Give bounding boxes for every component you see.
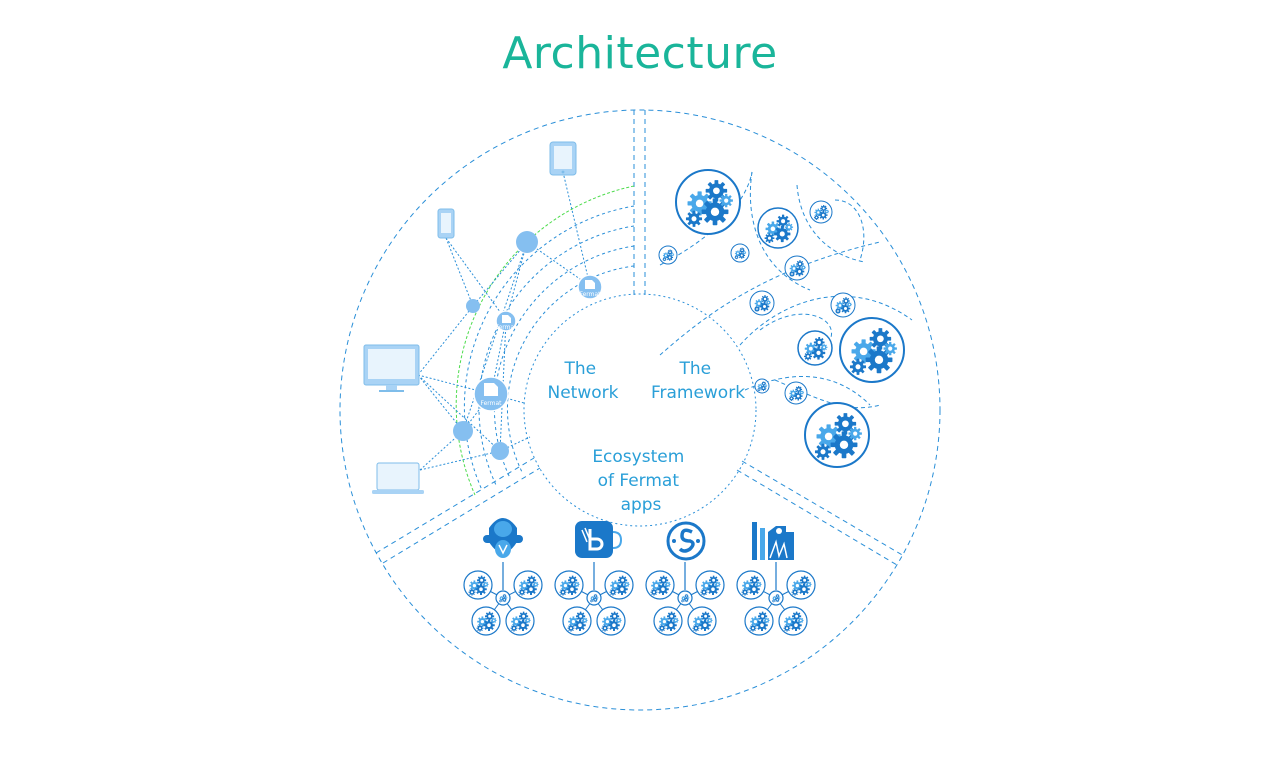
gear-cluster-icon: [786, 570, 816, 600]
gear-cluster-icon: [604, 570, 634, 600]
gear-cluster-icon: [471, 606, 501, 636]
gear-cluster-icon: [505, 606, 535, 636]
framework-gears: [658, 169, 905, 468]
app-gear-tree: [554, 562, 634, 636]
gear-cluster-icon: [830, 292, 856, 318]
ecosystem-label: Ecosystem of Fermat apps: [592, 447, 689, 515]
app-gear-tree: [736, 562, 816, 636]
gear-cluster-icon: [784, 255, 810, 281]
app-robot-icon: [483, 518, 523, 558]
laptop-icon: [372, 462, 424, 494]
gear-cluster-icon: [778, 606, 808, 636]
gear-cluster-icon: [744, 606, 774, 636]
framework-label: The Framework: [651, 359, 745, 403]
gear-cluster-icon: [754, 378, 770, 394]
network-node: [491, 442, 509, 460]
divider-lower-right-a: [741, 460, 905, 557]
gear-cluster-icon: [562, 606, 592, 636]
svg-text:Fermat: Fermat: [480, 400, 502, 407]
gear-cluster-icon: [809, 200, 833, 224]
gear-cluster-icon: [463, 570, 493, 600]
gear-cluster-icon: [513, 570, 543, 600]
gear-cluster-icon: [839, 317, 905, 383]
outer-circle: [339, 109, 941, 711]
network-node: [516, 231, 538, 253]
gear-cluster-icon: [730, 243, 750, 263]
gear-cluster-icon: [554, 570, 584, 600]
gear-cluster-icon: [749, 290, 775, 316]
divider-lower-right-b: [736, 469, 898, 566]
gear-cluster-icon: [768, 590, 784, 606]
app-factory-icon: [752, 522, 794, 560]
gear-cluster-icon: [804, 402, 870, 468]
app-gear-tree: [645, 562, 725, 636]
page-title: Architecture: [502, 28, 778, 79]
gear-cluster-icon: [645, 570, 675, 600]
fermat-node-small: Fermat: [495, 310, 517, 332]
tablet-icon: [549, 141, 577, 176]
gear-cluster-icon: [784, 381, 808, 405]
app-gear-trees: [463, 562, 816, 636]
gear-cluster-icon: [495, 590, 511, 606]
app-gear-tree: [463, 562, 543, 636]
network-node: [453, 421, 473, 441]
app-link-icon: [666, 521, 706, 561]
phone-icon: [437, 208, 455, 239]
svg-text:Fermat: Fermat: [495, 324, 517, 331]
gear-cluster-icon: [675, 169, 741, 235]
desktop-icon: [363, 344, 420, 392]
gear-cluster-icon: [658, 245, 678, 265]
svg-text:Fermat: Fermat: [579, 291, 601, 298]
inner-circle: [523, 293, 757, 527]
gear-cluster-icon: [757, 207, 799, 249]
gear-cluster-icon: [586, 590, 602, 606]
circle-structure: [339, 109, 941, 711]
gear-cluster-icon: [797, 330, 833, 366]
divider-lower-left-b: [382, 467, 541, 564]
gear-cluster-icon: [695, 570, 725, 600]
gear-cluster-icon: [596, 606, 626, 636]
app-bitdubai-icon: [575, 521, 623, 558]
gear-cluster-icon: [677, 590, 693, 606]
network-node: [466, 299, 480, 313]
gear-cluster-icon: [736, 570, 766, 600]
gear-cluster-icon: [687, 606, 717, 636]
fermat-node-large: Fermat: [473, 376, 509, 412]
network-label: The Network: [548, 359, 619, 403]
gear-cluster-icon: [653, 606, 683, 636]
fermat-node-medium: Fermat: [577, 274, 603, 300]
